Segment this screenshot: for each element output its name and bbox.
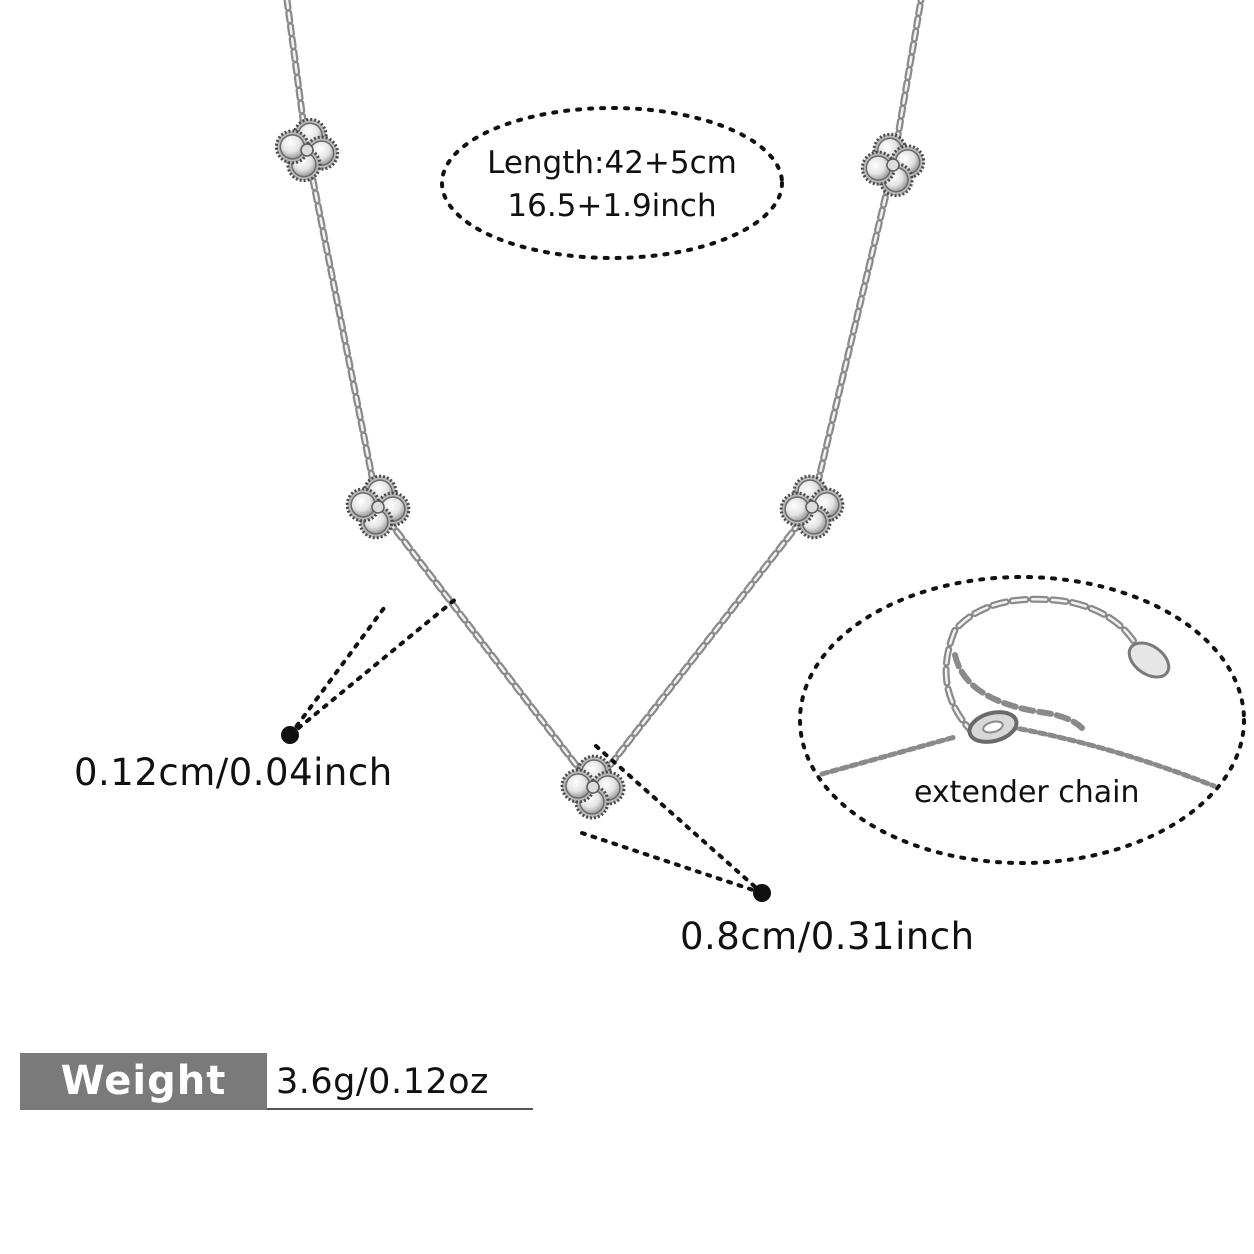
thickness-pointer: [288, 596, 459, 737]
clover-pendant: [343, 472, 413, 542]
chain: [283, 0, 925, 793]
length-callout-ellipse: [440, 106, 784, 260]
clover-pendant: [777, 472, 847, 542]
chain-thickness-label: 0.12cm/0.04inch: [74, 751, 393, 794]
thickness-pointer-dot: [281, 726, 299, 744]
clover-pendant: [270, 113, 344, 187]
length-label: Length:42+5cm: [487, 145, 737, 181]
size-pointer: [580, 744, 764, 895]
extender-callout-ellipse: [798, 575, 1246, 865]
lobster-clasp-icon: [967, 710, 1019, 744]
extender-chain: [819, 595, 1217, 789]
size-pointer-dot: [753, 884, 771, 902]
weight-title: Weight: [60, 1058, 227, 1104]
weight-title-box: Weight: [20, 1053, 267, 1110]
pendant-size-label: 0.8cm/0.31inch: [680, 915, 975, 958]
weight-underline: [267, 1108, 533, 1110]
extender-tag-icon: [1127, 641, 1171, 679]
length-inch-label: 16.5+1.9inch: [507, 188, 717, 224]
extender-chain-label: extender chain: [914, 775, 1140, 810]
clover-pendant: [856, 128, 930, 202]
weight-value: 3.6g/0.12oz: [276, 1062, 489, 1102]
